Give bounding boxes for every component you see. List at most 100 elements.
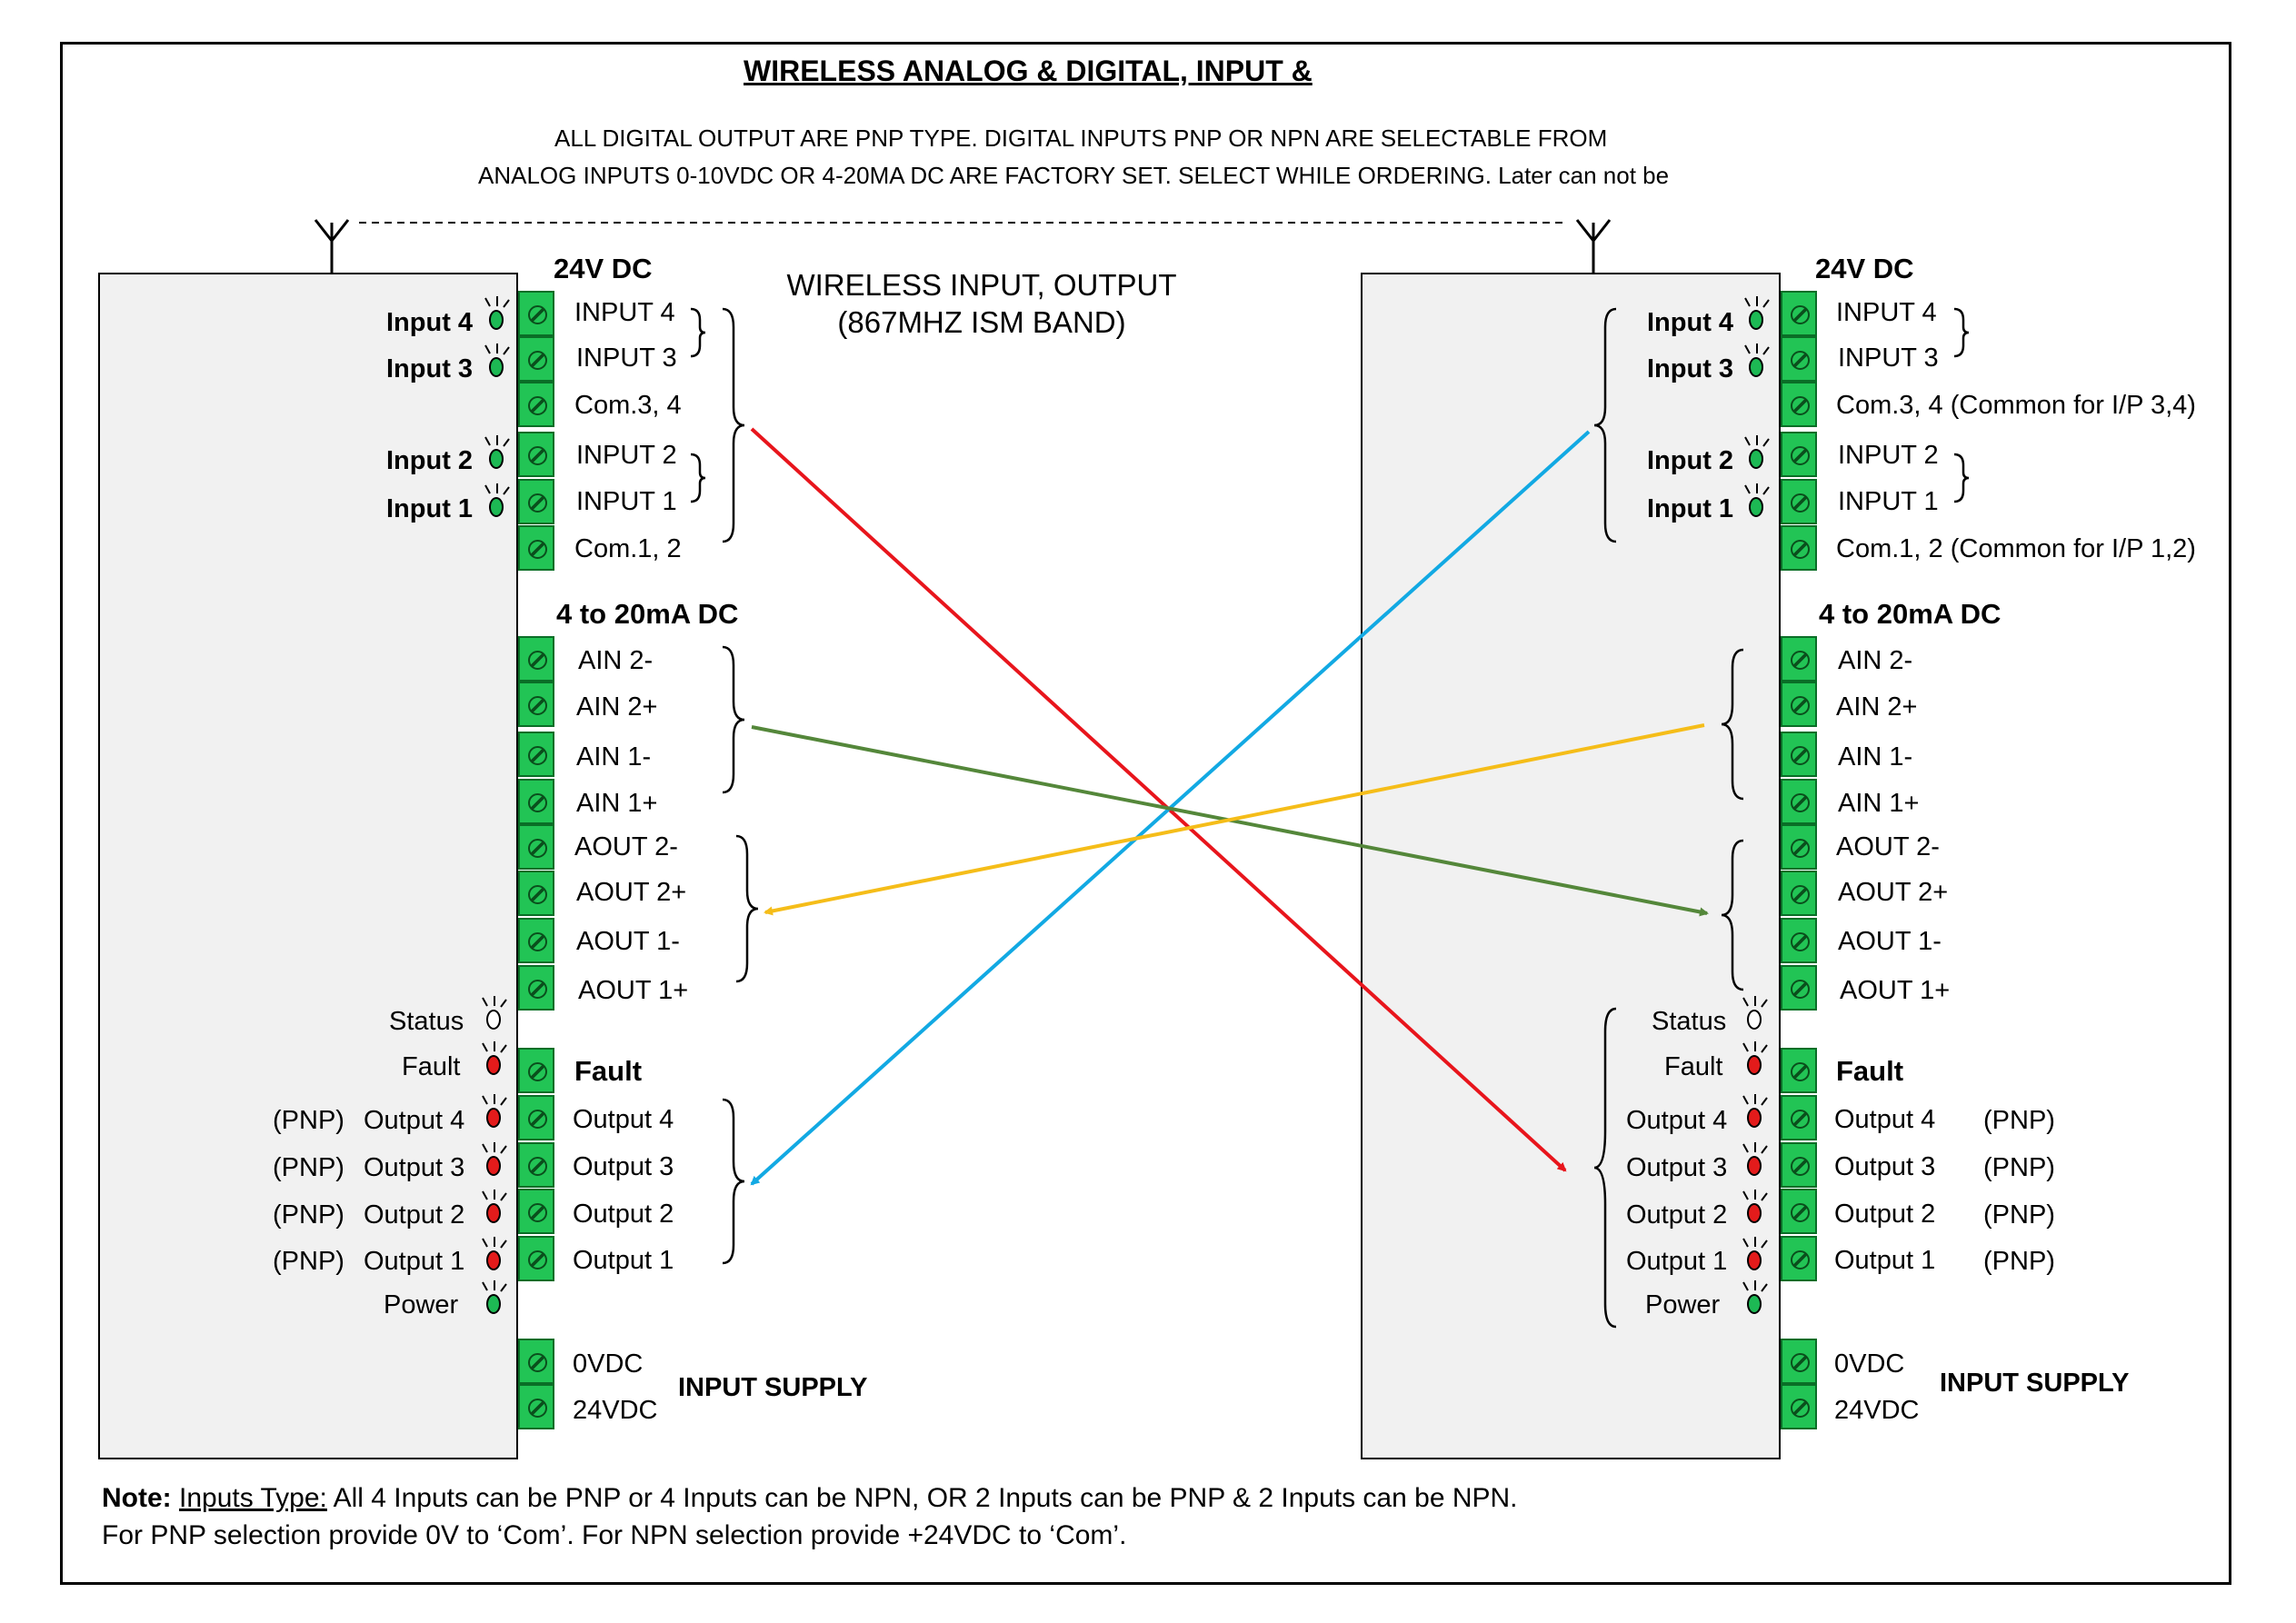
left-led-label-input-4: Input 4: [386, 308, 474, 337]
right-section-fault: Fault: [1836, 1055, 1904, 1087]
terminal-left-24vdc: [518, 1384, 554, 1429]
brace-right-input-2-1: [1953, 453, 1970, 503]
left-terminal-label-24vdc: 24VDC: [573, 1396, 658, 1425]
left-terminal-label-ain-2-plus: AIN 2+: [576, 692, 658, 722]
subtitle-line-1: ALL DIGITAL OUTPUT ARE PNP TYPE. DIGITAL…: [554, 124, 1608, 152]
terminal-right-output-1: [1781, 1236, 1817, 1281]
right-led-label-fault: Fault: [1664, 1052, 1723, 1081]
right-terminal-label-output-3: Output 3: [1834, 1152, 1936, 1181]
note-line-1: Note: Inputs Type: All 4 Inputs can be P…: [102, 1485, 1518, 1512]
terminal-right-aout-1-minus: [1781, 918, 1817, 963]
right-terminal-label-output-1: Output 1: [1834, 1246, 1936, 1275]
left-led-input-4-icon: [484, 296, 510, 330]
left-terminal-label-input-1: INPUT 1: [576, 487, 677, 516]
right-terminal-label-input-3: INPUT 3: [1838, 344, 1939, 373]
terminal-right-output-3: [1781, 1142, 1817, 1188]
right-terminal-label-ain-2-plus: AIN 2+: [1836, 692, 1918, 722]
note-inputs-type-label: Inputs Type:: [179, 1483, 327, 1513]
right-led-output-3-icon: [1742, 1142, 1768, 1176]
right-device-panel: [1361, 273, 1781, 1459]
terminal-left-aout-2-plus: [518, 871, 554, 916]
left-led-output-1-icon: [482, 1237, 507, 1270]
terminal-left-ain-2-plus: [518, 682, 554, 727]
terminal-right-com-1-2: [1781, 525, 1817, 571]
right-led-label-input-4: Input 4: [1647, 308, 1734, 337]
left-led-input-2-icon: [484, 435, 510, 469]
left-terminal-label-input-2: INPUT 2: [576, 441, 677, 470]
right-led-label-input-2: Input 2: [1647, 446, 1734, 475]
left-led-fault-icon: [482, 1041, 507, 1075]
right-led-label-input-3: Input 3: [1647, 354, 1734, 383]
right-led-power-icon: [1742, 1280, 1768, 1314]
left-led-output-3-icon: [482, 1142, 507, 1176]
right-led-fault-icon: [1742, 1041, 1768, 1075]
left-led-label-output-3: Output 3: [364, 1153, 465, 1182]
terminal-right-0vdc: [1781, 1339, 1817, 1384]
left-led-label-output-4: Output 4: [364, 1106, 465, 1135]
right-led-label-output-1: Output 1: [1626, 1247, 1728, 1276]
antenna-right-icon: [1575, 219, 1612, 273]
left-pnp-tag-output-1: (PNP): [273, 1247, 344, 1276]
left-led-label-output-1: Output 1: [364, 1247, 465, 1276]
left-led-label-fault: Fault: [402, 1052, 461, 1081]
brace-left-outputs: [722, 1098, 745, 1265]
terminal-right-ain-1-minus: [1781, 732, 1817, 777]
terminal-right-aout-2-minus: [1781, 824, 1817, 870]
right-led-label-output-2: Output 2: [1626, 1200, 1728, 1230]
left-terminal-label-input-3: INPUT 3: [576, 344, 677, 373]
left-terminal-label-com-1-2: Com.1, 2: [574, 534, 682, 563]
diagram-title: WIRELESS ANALOG & DIGITAL, INPUT &: [744, 55, 1313, 87]
right-led-status-icon: [1742, 996, 1768, 1030]
left-section-4-20ma: 4 to 20mA DC: [556, 598, 739, 630]
terminal-right-input-1: [1781, 479, 1817, 524]
right-terminal-label-ain-2-minus: AIN 2-: [1838, 646, 1913, 675]
terminal-right-ain-2-plus: [1781, 682, 1817, 727]
wireless-label-line-1: WIRELESS INPUT, OUTPUT: [786, 268, 1177, 302]
left-section-fault: Fault: [574, 1055, 643, 1087]
wireless-band-label: WIRELESS INPUT, OUTPUT (867MHZ ISM BAND): [786, 266, 1176, 342]
right-pnp-tag-output-1: (PNP): [1983, 1247, 2055, 1276]
terminal-left-fault: [518, 1048, 554, 1093]
terminal-left-output-3: [518, 1142, 554, 1188]
right-led-output-2-icon: [1742, 1190, 1768, 1223]
wire-yellow-right-ain-to-left-aout: [764, 723, 1705, 916]
brace-right-aout: [1721, 839, 1744, 991]
terminal-right-fault: [1781, 1048, 1817, 1093]
terminal-left-ain-2-minus: [518, 636, 554, 682]
terminal-right-input-2: [1781, 432, 1817, 477]
right-section-24v-dc: 24V DC: [1815, 253, 1914, 284]
right-led-label-input-1: Input 1: [1647, 494, 1734, 523]
right-input-supply-label: INPUT SUPPLY: [1940, 1369, 2130, 1398]
right-terminal-label-input-2: INPUT 2: [1838, 441, 1939, 470]
terminal-left-input-1: [518, 479, 554, 524]
right-section-4-20ma: 4 to 20mA DC: [1819, 598, 2002, 630]
brace-right-ain: [1721, 648, 1744, 801]
terminal-right-output-2: [1781, 1189, 1817, 1234]
right-terminal-label-0vdc: 0VDC: [1834, 1349, 1905, 1379]
right-terminal-label-output-4: Output 4: [1834, 1105, 1936, 1134]
left-led-label-power: Power: [384, 1290, 459, 1319]
right-led-input-2-icon: [1744, 435, 1770, 469]
left-led-status-icon: [482, 996, 507, 1030]
left-led-output-4-icon: [482, 1094, 507, 1128]
terminal-left-com-1-2: [518, 525, 554, 571]
right-terminal-label-com-1-2: Com.1, 2 (Common for I/P 1,2): [1836, 534, 2196, 563]
terminal-right-ain-1-plus: [1781, 779, 1817, 824]
left-terminal-label-aout-1-plus: AOUT 1+: [578, 976, 689, 1005]
brace-left-digital-inputs: [722, 307, 745, 543]
brace-right-input-4-3: [1953, 307, 1970, 358]
left-terminal-label-output-2: Output 2: [573, 1200, 674, 1229]
terminal-left-input-2: [518, 432, 554, 477]
brace-left-aout: [735, 834, 759, 983]
right-led-output-1-icon: [1742, 1237, 1768, 1270]
terminal-right-aout-2-plus: [1781, 871, 1817, 916]
left-terminal-label-output-4: Output 4: [573, 1105, 674, 1134]
left-section-24v-dc: 24V DC: [554, 253, 653, 284]
terminal-left-aout-1-plus: [518, 965, 554, 1011]
left-terminal-label-aout-2-plus: AOUT 2+: [576, 878, 687, 907]
wire-red-left-inputs-to-right-outputs: [750, 427, 1567, 1172]
left-pnp-tag-output-4: (PNP): [273, 1106, 344, 1135]
right-terminal-label-aout-1-plus: AOUT 1+: [1840, 976, 1951, 1005]
terminal-right-aout-1-plus: [1781, 965, 1817, 1011]
left-terminal-label-input-4: INPUT 4: [574, 298, 675, 327]
